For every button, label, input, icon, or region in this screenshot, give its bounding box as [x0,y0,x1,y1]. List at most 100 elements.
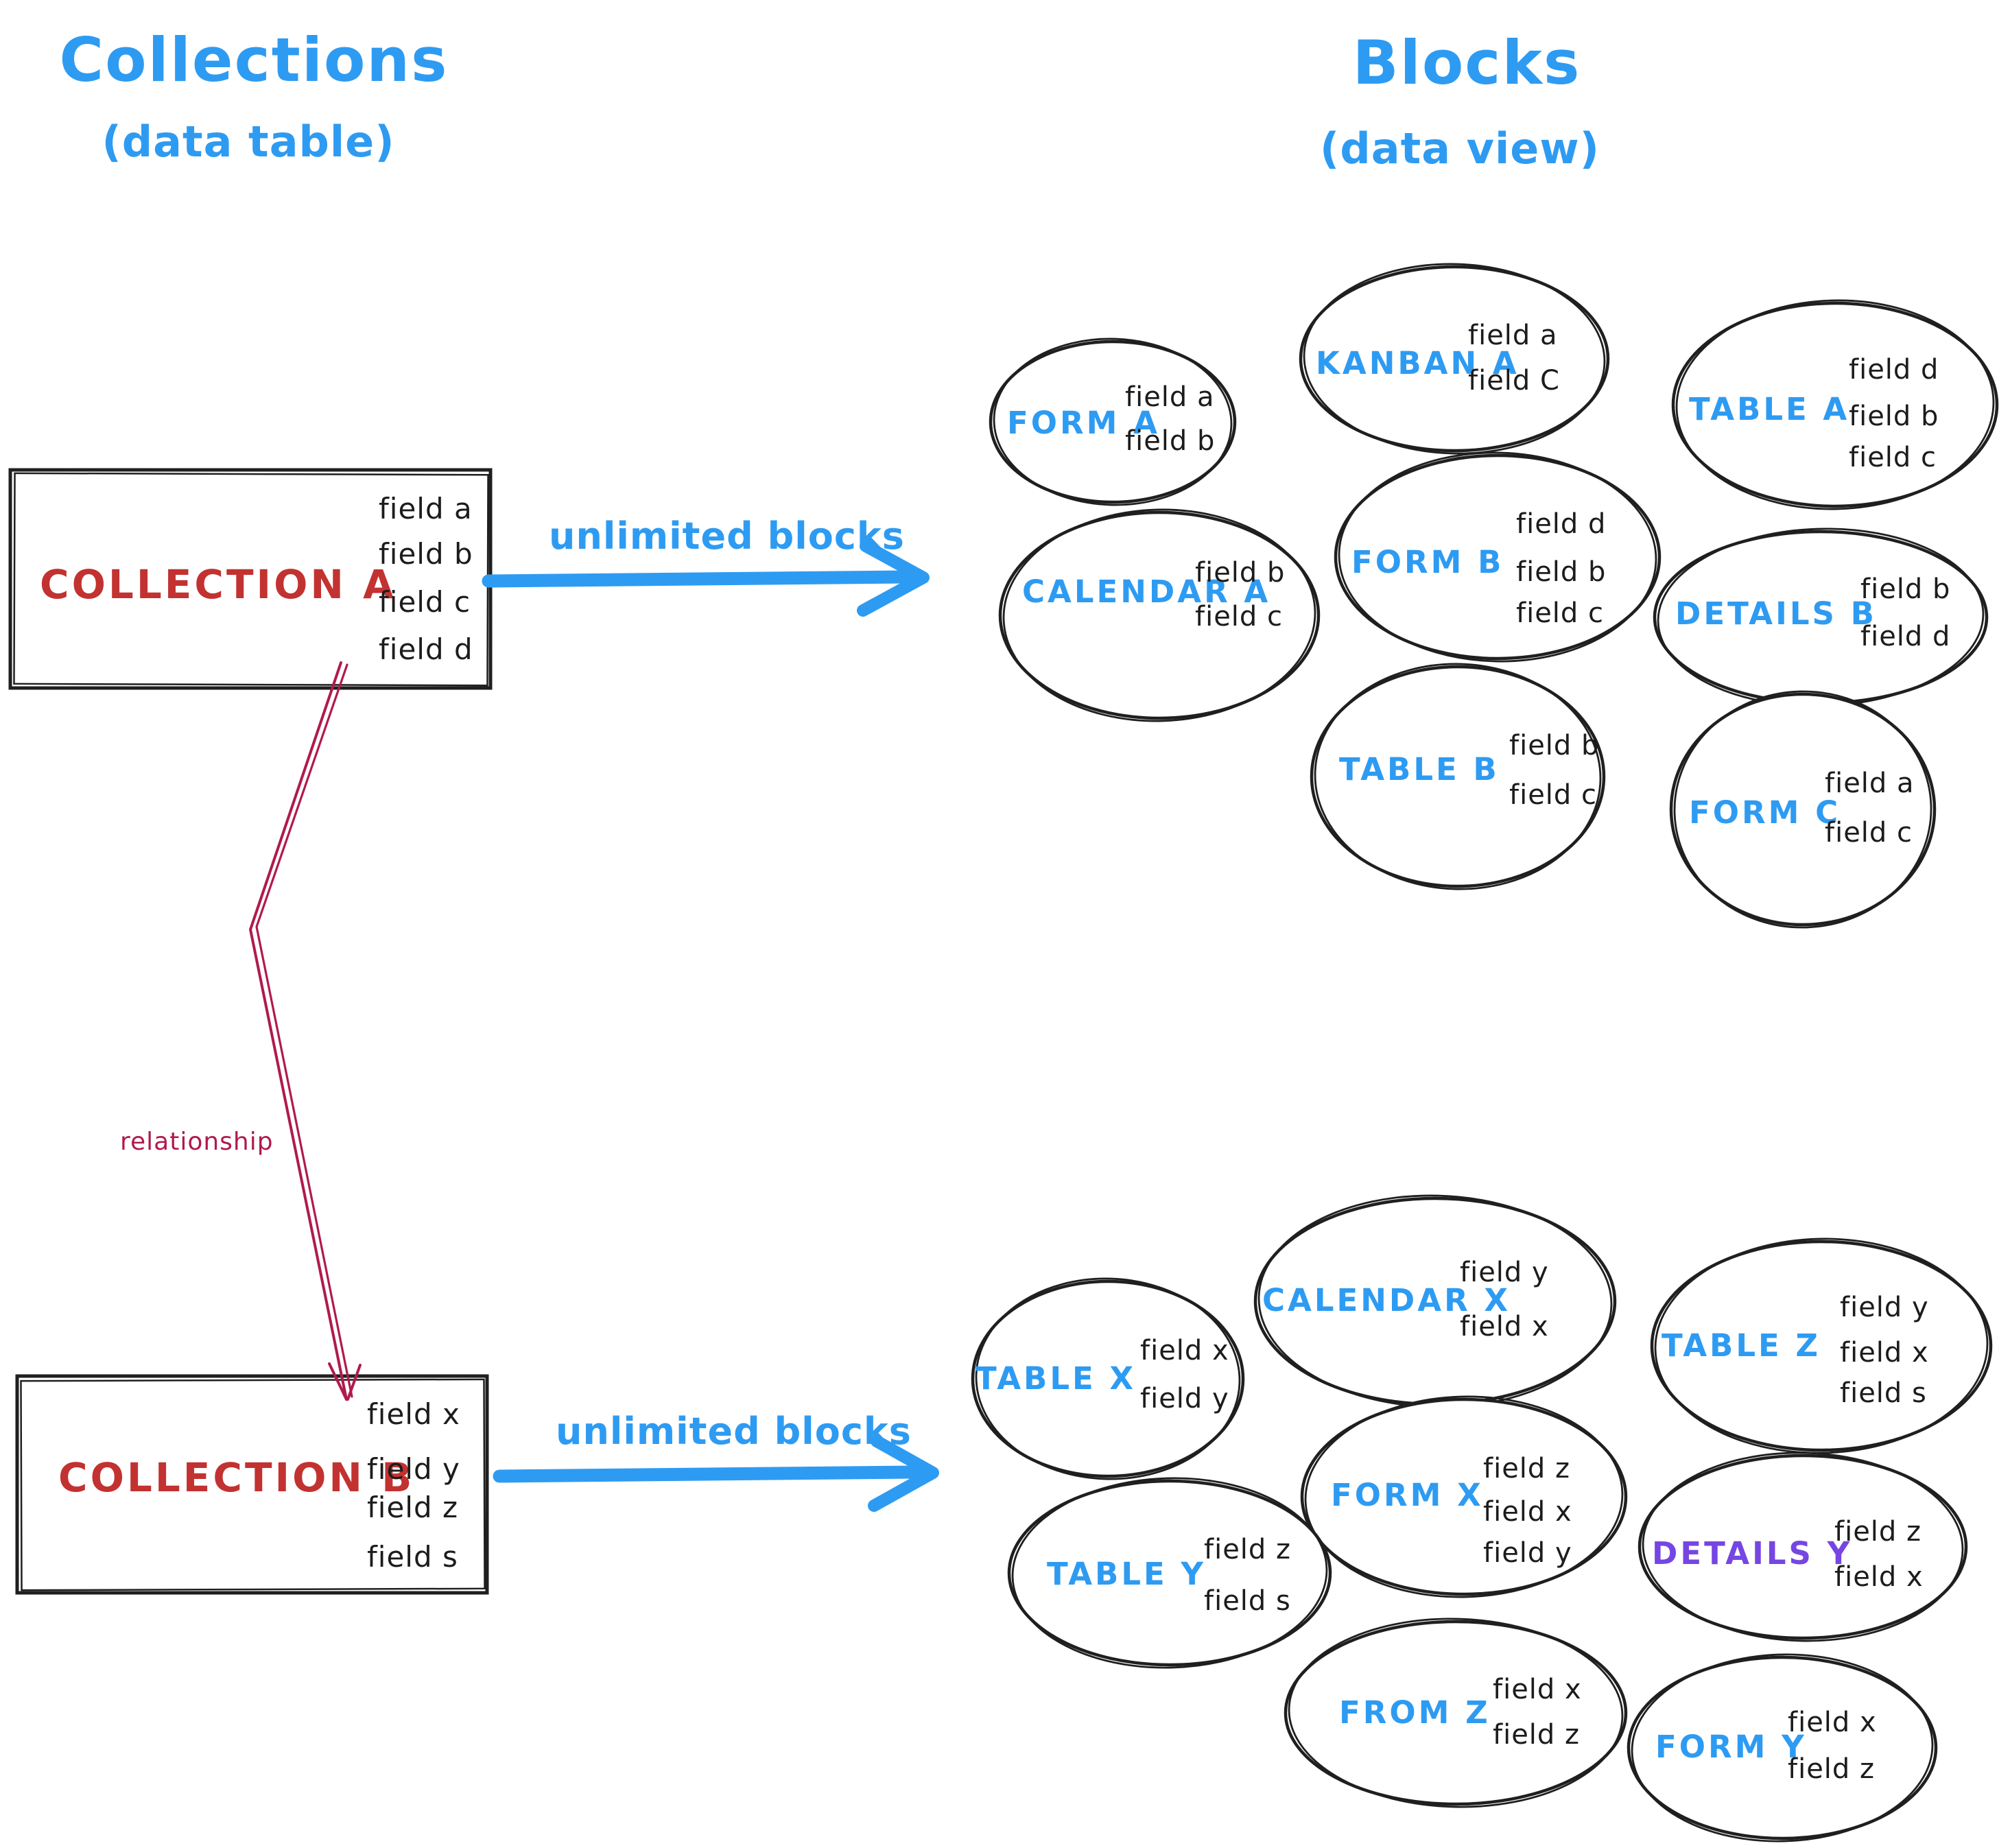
block-table-z: TABLE Z field y field x field s [1650,1237,1993,1454]
block-field: field z [1788,1753,1875,1785]
block-details-b-label: DETAILS B [1675,595,1877,632]
unlimited-blocks-arrow-b: unlimited blocks [493,1410,939,1512]
collection-b-field: field y [367,1452,460,1486]
collection-a-field: field b [379,537,473,571]
collection-b-box: COLLECTION B field x field y field z fie… [15,1374,489,1595]
block-kanban-a: KANBAN A field a field C [1299,263,1610,455]
block-field: field b [1860,573,1950,605]
block-form-b-label: FORM B [1351,544,1504,580]
collection-a-field: field a [379,492,473,525]
block-field: field z [1483,1453,1570,1484]
relationship-label: relationship [120,1128,274,1156]
block-field: field z [1493,1719,1580,1751]
block-field: field y [1140,1383,1229,1414]
block-field: field d [1516,508,1606,540]
block-calendar-x: CALENDAR X field y field x [1253,1194,1617,1408]
block-field: field y [1840,1292,1929,1323]
arrow-b-head-icon [868,1435,939,1512]
blocks-subtitle: (data view) [1320,123,1600,174]
block-field: field x [1483,1496,1572,1528]
block-details-y-label: DETAILS Y [1652,1535,1852,1572]
block-field: field b [1509,730,1599,761]
block-form-y: FORM Y field x field z [1627,1653,1938,1843]
block-calendar-a-label: CALENDAR A [1022,573,1270,610]
arrow-b-shaft [493,1465,923,1483]
collection-a-field: field c [379,585,471,619]
block-field: field c [1825,817,1913,849]
block-field: field x [1788,1707,1877,1738]
arrow-b-label: unlimited blocks [556,1410,912,1453]
block-table-a-label: TABLE A [1689,391,1849,427]
block-field: field c [1516,597,1604,629]
collection-b-field: field z [367,1491,458,1524]
block-field: field x [1493,1674,1582,1705]
block-field: field c [1509,779,1597,811]
block-table-b: TABLE B field b field c [1310,663,1606,890]
block-form-x: FORM X field z field x field y [1300,1395,1628,1598]
relationship-arrowhead-icon [328,1362,362,1401]
collection-b-rect-sketchline [20,1378,486,1591]
block-table-x-label: TABLE X [976,1360,1136,1397]
block-form-x-label: FORM X [1331,1477,1484,1513]
block-form-c-label: FORM C [1689,794,1841,831]
collection-b-field: field x [367,1397,460,1431]
collections-subtitle: (data table) [102,117,394,167]
block-field: field s [1204,1585,1291,1617]
block-table-b-label: TABLE B [1339,751,1500,787]
block-table-x: TABLE X field x field y [971,1277,1245,1480]
block-field: field d [1860,621,1950,652]
collection-a-box: COLLECTION A field a field b field c fie… [8,468,493,690]
block-table-a: TABLE A field d field b field c [1671,299,1999,510]
block-field: field c [1849,442,1937,473]
relationship-line [249,661,348,1401]
block-table-z-label: TABLE Z [1662,1327,1821,1364]
block-form-b: FORM B field d field b field c [1334,451,1662,663]
block-form-a-label: FORM A [1007,405,1160,441]
collection-b-rect [15,1374,489,1595]
block-field: field a [1125,381,1215,413]
collection-a-rect [8,468,493,690]
block-field: field d [1849,354,1939,386]
block-field: field y [1460,1257,1549,1288]
collection-a-name: COLLECTION A [40,561,397,608]
block-calendar-a: CALENDAR A field b field c [998,508,1321,722]
block-field: field b [1849,401,1939,432]
arrow-a-shaft [482,570,914,588]
block-field: field b [1195,557,1285,589]
block-field: field x [1840,1337,1929,1369]
block-field: field y [1483,1537,1572,1569]
block-field: field x [1140,1335,1229,1366]
block-form-y-label: FORM Y [1655,1729,1807,1765]
block-field: field c [1195,601,1283,632]
block-calendar-x-label: CALENDAR X [1262,1282,1511,1318]
block-field: field x [1834,1561,1924,1593]
block-field: field x [1460,1311,1549,1342]
relationship-line-sketch [255,663,353,1398]
block-field: field b [1125,425,1215,457]
arrow-a-head-icon [857,540,930,617]
block-field: field a [1468,320,1558,351]
collections-title: Collections [60,25,449,95]
collection-b-field: field s [367,1540,458,1574]
block-details-y: DETAILS Y field z field x [1637,1452,1968,1642]
block-form-c: FORM C field a field c [1669,690,1937,929]
block-details-b: DETAILS B field b field d [1653,528,1989,707]
block-field: field C [1468,365,1560,396]
block-field: field s [1840,1377,1927,1409]
block-field: field a [1825,768,1915,799]
collection-b-name: COLLECTION B [58,1454,414,1501]
block-form-a: FORM A field a field b [989,337,1237,506]
arrow-a-label: unlimited blocks [549,514,905,558]
block-table-y: TABLE Y field z field s [1007,1477,1332,1669]
block-from-z: FROM Z field x field z [1284,1618,1628,1808]
block-table-y-label: TABLE Y [1047,1556,1206,1592]
block-from-z-label: FROM Z [1339,1694,1491,1731]
block-field: field z [1834,1516,1922,1548]
unlimited-blocks-arrow-a: unlimited blocks [482,514,930,617]
block-field: field b [1516,556,1606,588]
block-kanban-a-label: KANBAN A [1316,345,1520,381]
block-field: field z [1204,1534,1291,1565]
relationship-connector: relationship [120,661,362,1401]
blocks-title: Blocks [1353,27,1581,98]
